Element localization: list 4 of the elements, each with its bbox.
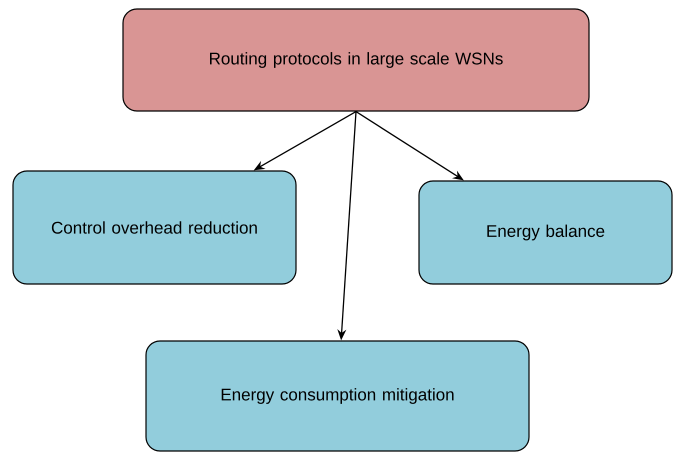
process-box: Energy consumption mitigation — [145, 340, 530, 452]
process-box: Energy balance — [418, 180, 673, 285]
process-box: Control overhead reduction — [12, 170, 297, 285]
process-box: Routing protocols in large scale WSNs — [122, 8, 590, 112]
